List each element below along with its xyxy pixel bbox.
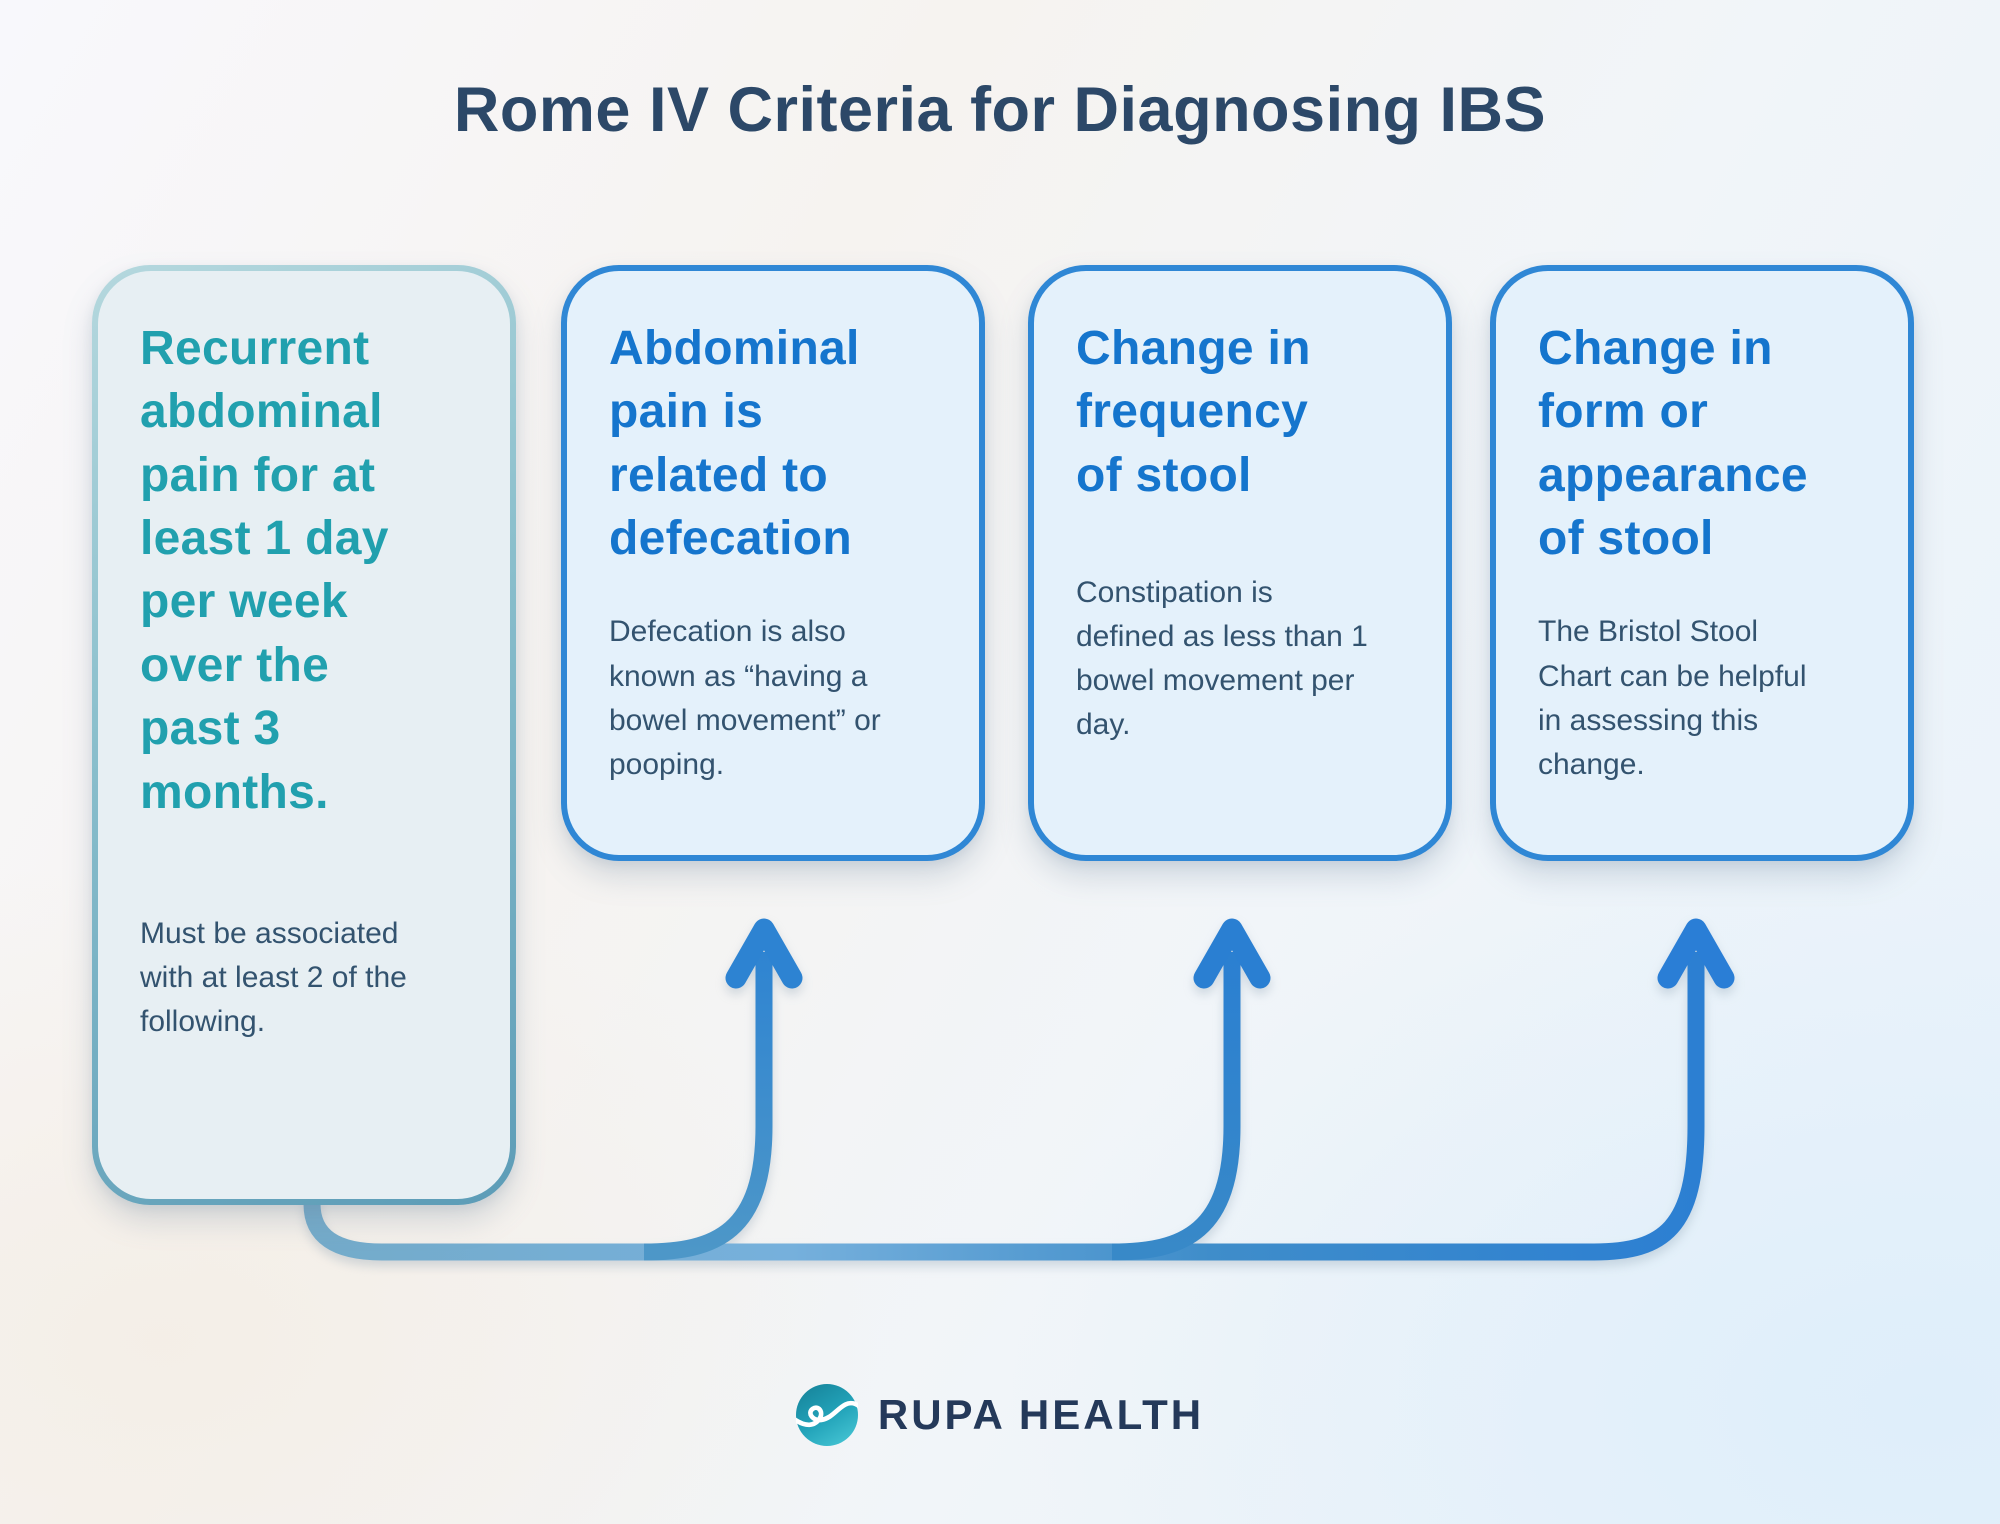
card-heading: Change in form or appearance of stool bbox=[1538, 322, 1808, 566]
card-subtext: Must be associated with at least 2 of th… bbox=[140, 916, 407, 1039]
page-title: Rome IV Criteria for Diagnosing IBS bbox=[453, 75, 1547, 145]
card-criterion-form: Change in form or appearance of stool Th… bbox=[1490, 265, 1914, 861]
connector-branch-card3 bbox=[1111, 952, 1241, 1261]
brand-name: RUPA HEALTH bbox=[877, 1391, 1205, 1438]
card-heading: Recurrent abdominal pain for at least 1 … bbox=[140, 322, 389, 819]
card-subtext: The Bristol Stool Chart can be helpful i… bbox=[1538, 615, 1807, 781]
card-main-criterion-body: Recurrent abdominal pain for at least 1 … bbox=[98, 271, 510, 1199]
card-subtext: Defecation is also known as “having a bo… bbox=[609, 615, 881, 781]
arrowhead-card4-icon bbox=[1657, 918, 1735, 989]
connector-main-line bbox=[303, 952, 1705, 1261]
card-subtext: Constipation is defined as less than 1 b… bbox=[1076, 576, 1368, 742]
footer-brand: RUPA HEALTH bbox=[0, 1384, 2000, 1446]
rupa-health-logo-icon bbox=[795, 1384, 858, 1446]
connector-branch-card2 bbox=[643, 952, 773, 1261]
card-heading: Abdominal pain is related to defecation bbox=[609, 322, 860, 566]
card-criterion-defecation: Abdominal pain is related to defecation … bbox=[561, 265, 985, 861]
arrowhead-card3-icon bbox=[1193, 918, 1271, 989]
card-heading: Change in frequency of stool bbox=[1076, 322, 1311, 502]
card-criterion-frequency: Change in frequency of stool Constipatio… bbox=[1028, 265, 1452, 861]
card-main-criterion: Recurrent abdominal pain for at least 1 … bbox=[92, 265, 516, 1205]
arrowhead-card2-icon bbox=[725, 918, 803, 989]
